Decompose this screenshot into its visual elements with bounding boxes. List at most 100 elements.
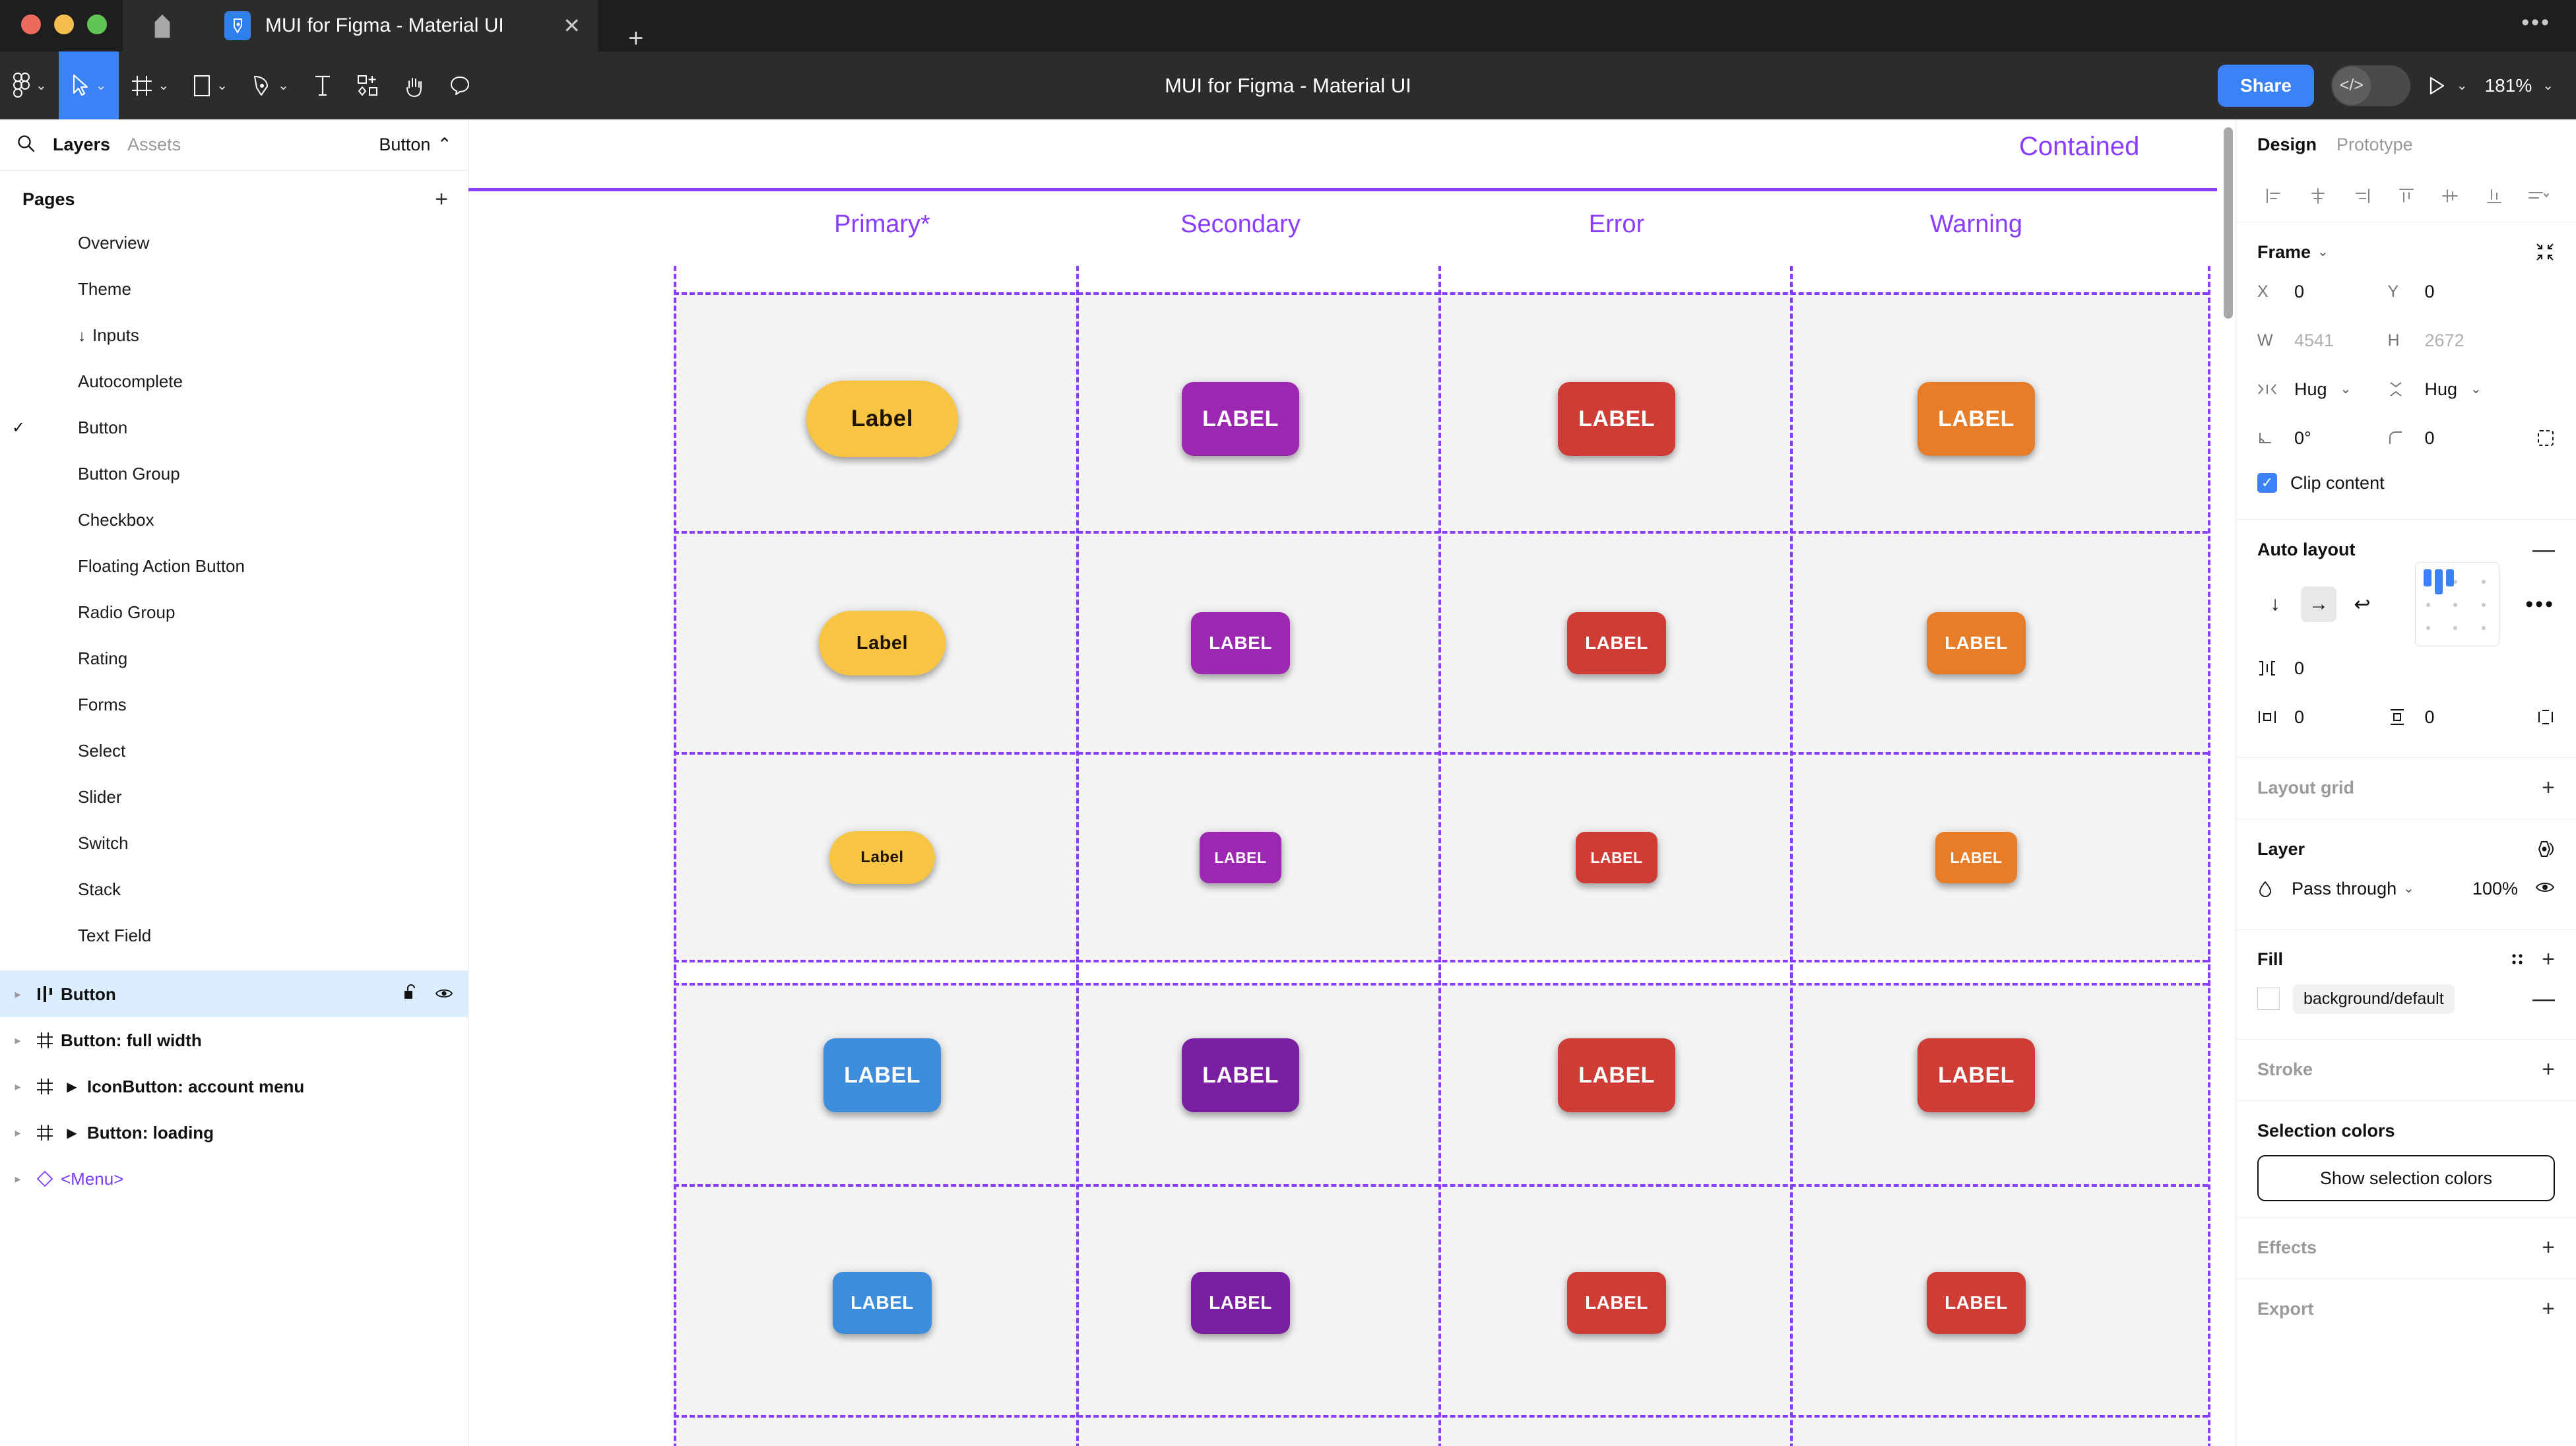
align-top-icon[interactable] [2384,187,2428,205]
auto-layout-wrap-icon[interactable]: ↩ [2354,593,2371,615]
page-item-forms[interactable]: Forms [0,681,468,728]
page-item-slider[interactable]: Slider [0,774,468,820]
chevron-down-icon[interactable]: ⌄ [2403,881,2414,896]
align-left-icon[interactable] [2252,187,2296,205]
unlock-icon[interactable] [403,984,418,1005]
fill-color-swatch[interactable] [2257,988,2280,1010]
page-item-select[interactable]: Select [0,728,468,774]
horizontal-padding-value[interactable]: 0 [2294,707,2305,727]
search-icon[interactable] [16,133,36,156]
tab-prototype[interactable]: Prototype [2336,134,2413,154]
page-item-inputs[interactable]: ↓Inputs [0,312,468,358]
layer-row[interactable]: ▸Button: full width [0,1017,468,1063]
material-button[interactable]: LABEL [1576,832,1658,883]
vertical-resize-value[interactable]: Hug [2424,379,2458,399]
chevron-right-icon[interactable]: ▸ [15,987,21,1001]
material-button[interactable]: Label [829,831,935,884]
vertical-padding-value[interactable]: 0 [2424,707,2435,727]
zoom-selector[interactable]: 181% ⌄ [2485,75,2554,96]
close-tab-icon[interactable]: ✕ [563,14,581,38]
page-selector[interactable]: Button ⌃ [379,135,452,155]
rotation-value[interactable]: 0° [2294,427,2311,448]
add-layout-grid-button[interactable]: + [2542,775,2555,800]
text-tool-icon[interactable] [301,51,344,119]
layer-visibility-icon[interactable] [2535,880,2555,898]
x-position-value[interactable]: 0 [2294,281,2305,301]
material-button[interactable]: LABEL [1567,612,1666,674]
auto-layout-horizontal-icon[interactable]: → [2301,586,2336,622]
home-button[interactable] [123,0,202,51]
material-button[interactable]: LABEL [1927,1272,2026,1334]
add-page-button[interactable]: + [435,187,448,212]
material-button[interactable]: LABEL [823,1038,941,1112]
page-item-checkbox[interactable]: Checkbox [0,497,468,543]
fill-styles-icon[interactable] [2509,951,2526,968]
show-selection-colors-button[interactable]: Show selection colors [2257,1155,2555,1201]
material-button[interactable]: LABEL [1917,1038,2035,1112]
material-button[interactable]: LABEL [833,1272,932,1334]
fill-style-name[interactable]: background/default [2293,984,2455,1014]
layer-style-icon[interactable] [2535,840,2555,858]
distribute-icon[interactable] [2516,187,2560,205]
tab-design[interactable]: Design [2257,134,2317,154]
resources-tool-icon[interactable] [344,51,392,119]
tab-assets[interactable]: Assets [127,135,181,154]
collapse-frame-icon[interactable] [2535,242,2555,262]
alignment-grid-picker[interactable] [2415,562,2500,646]
align-horizontal-center-icon[interactable] [2296,187,2340,205]
material-button[interactable]: LABEL [1917,382,2035,456]
page-item-button-group[interactable]: Button Group [0,451,468,497]
independent-corners-icon[interactable] [2518,429,2555,447]
minimize-window-button[interactable] [54,15,74,34]
layer-row[interactable]: ▸▶Button: loading [0,1110,468,1156]
page-item-text-field[interactable]: Text Field [0,912,468,959]
material-button[interactable]: LABEL [1567,1272,1666,1334]
new-tab-icon[interactable]: + [628,24,644,53]
gap-value[interactable]: 0 [2294,658,2305,678]
expand-triangle-icon[interactable]: ▶ [67,1125,77,1141]
comment-tool-icon[interactable] [437,51,483,119]
page-item-floating-action-button[interactable]: Floating Action Button [0,543,468,589]
move-tool-icon[interactable]: ⌄ [58,51,119,119]
chevron-right-icon[interactable]: ▸ [15,1172,21,1185]
material-button[interactable]: LABEL [1191,612,1290,674]
add-export-button[interactable]: + [2542,1296,2555,1321]
layer-row[interactable]: ▸Button [0,971,468,1017]
page-item-radio-group[interactable]: Radio Group [0,589,468,635]
frame-name-label[interactable]: Contained [2019,132,2140,161]
page-item-rating[interactable]: Rating [0,635,468,681]
browser-tab[interactable]: MUI for Figma - Material UI ✕ [202,0,598,51]
align-bottom-icon[interactable] [2472,187,2517,205]
hand-tool-icon[interactable] [392,51,437,119]
height-value[interactable]: 2672 [2424,330,2464,350]
align-right-icon[interactable] [2340,187,2384,205]
close-window-button[interactable] [21,15,41,34]
maximize-window-button[interactable] [87,15,107,34]
horizontal-resize-value[interactable]: Hug [2294,379,2327,399]
chevron-down-icon[interactable]: ⌄ [2340,382,2352,396]
shape-tool-icon[interactable]: ⌄ [181,51,240,119]
visibility-icon[interactable] [435,984,453,1005]
align-vertical-center-icon[interactable] [2428,187,2472,205]
tab-layers[interactable]: Layers [53,135,111,154]
layer-row[interactable]: ▸<Menu> [0,1156,468,1202]
remove-fill-button[interactable]: — [2532,986,2555,1011]
chevron-right-icon[interactable]: ▸ [15,1125,21,1139]
chevron-down-icon[interactable]: ⌄ [2317,245,2329,259]
material-button[interactable]: LABEL [1927,612,2026,674]
auto-layout-vertical-icon[interactable]: ↓ [2270,593,2280,615]
width-value[interactable]: 4541 [2294,330,2334,350]
add-fill-button[interactable]: + [2542,947,2555,972]
window-overflow-icon[interactable]: ••• [2521,10,2551,35]
add-effect-button[interactable]: + [2542,1235,2555,1260]
remove-auto-layout-button[interactable]: — [2532,537,2555,562]
chevron-right-icon[interactable]: ▸ [15,1079,21,1093]
page-item-autocomplete[interactable]: Autocomplete [0,358,468,404]
material-button[interactable]: LABEL [1191,1272,1290,1334]
material-button[interactable]: Label [819,611,946,676]
chevron-down-icon[interactable]: ⌄ [2470,382,2482,396]
layer-row[interactable]: ▸▶IconButton: account menu [0,1063,468,1110]
material-button[interactable]: LABEL [1558,382,1675,456]
auto-layout-more-icon[interactable]: ••• [2525,592,2555,617]
page-item-theme[interactable]: Theme [0,266,468,312]
